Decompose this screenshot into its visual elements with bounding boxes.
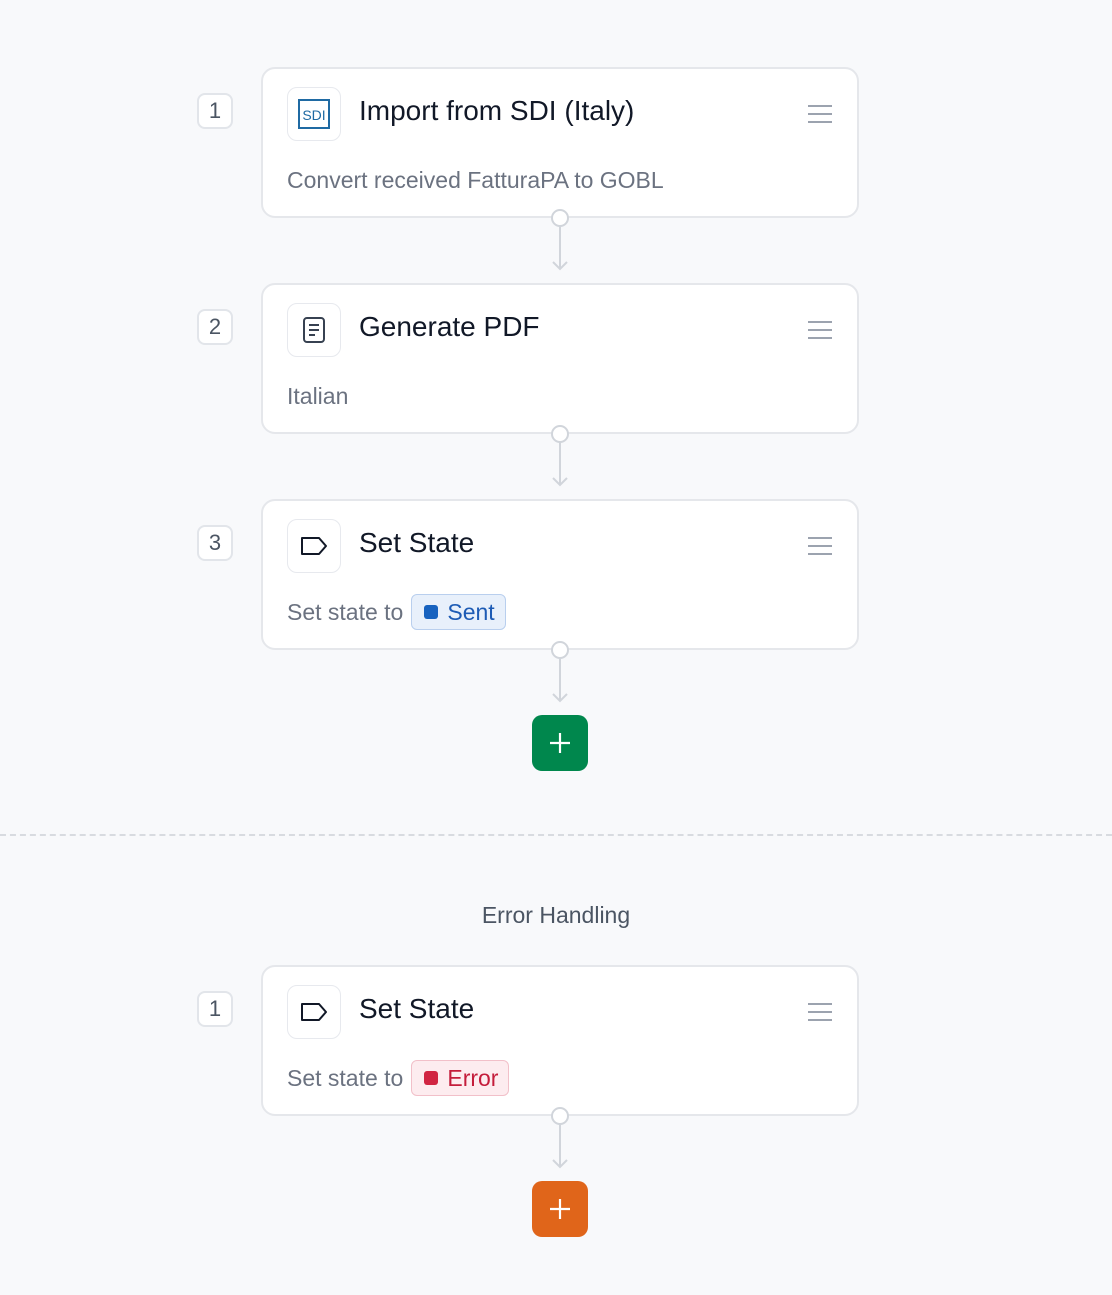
step-card-generate-pdf[interactable]: Generate PDF Italian [261,283,859,434]
step-number: 3 [197,525,233,561]
step-title: Set State [359,993,475,1024]
tag-icon [287,519,341,573]
step-card-set-state[interactable]: Set State Set state to Sent [261,499,859,650]
state-badge-label: Sent [447,598,495,625]
hamburger-menu-icon[interactable] [807,103,833,125]
connector-arrow [551,641,569,703]
error-step-card-set-state[interactable]: Set State Set state to Error [261,965,859,1116]
state-dot [424,1071,439,1085]
step-title: Set State [359,527,475,558]
tag-icon [287,985,341,1039]
step-subtitle: Set state to Sent [287,593,506,631]
hamburger-menu-icon[interactable] [807,319,833,341]
state-badge-error: Error [411,1060,510,1096]
connector-arrow [551,425,569,487]
step-title: Generate PDF [359,311,540,342]
hamburger-menu-icon[interactable] [807,535,833,557]
hamburger-menu-icon[interactable] [807,1001,833,1023]
add-step-button[interactable] [532,715,588,771]
connector-arrow [551,1107,569,1169]
state-dot [424,605,439,619]
connector-arrow [551,209,569,271]
step-subtitle: Convert received FatturaPA to GOBL [287,166,664,193]
state-badge-sent: Sent [411,594,506,630]
step-subtitle: Italian [287,382,349,409]
sdi-logo-icon: SDI [287,87,341,141]
add-error-step-button[interactable] [532,1181,588,1237]
section-divider [0,834,1112,836]
document-icon [287,303,341,357]
step-number: 1 [197,991,233,1027]
set-state-label: Set state to [287,598,404,625]
step-card-import-sdi[interactable]: SDI Import from SDI (Italy) Convert rece… [261,67,859,218]
plus-icon [550,733,570,753]
plus-icon [550,1199,570,1219]
step-title: Import from SDI (Italy) [359,95,635,126]
state-badge-label: Error [447,1064,499,1091]
step-number: 2 [197,309,233,345]
step-subtitle: Set state to Error [287,1059,510,1097]
step-number: 1 [197,93,233,129]
error-handling-title: Error Handling [481,902,631,928]
set-state-label: Set state to [287,1064,404,1091]
svg-text:SDI: SDI [302,107,325,123]
